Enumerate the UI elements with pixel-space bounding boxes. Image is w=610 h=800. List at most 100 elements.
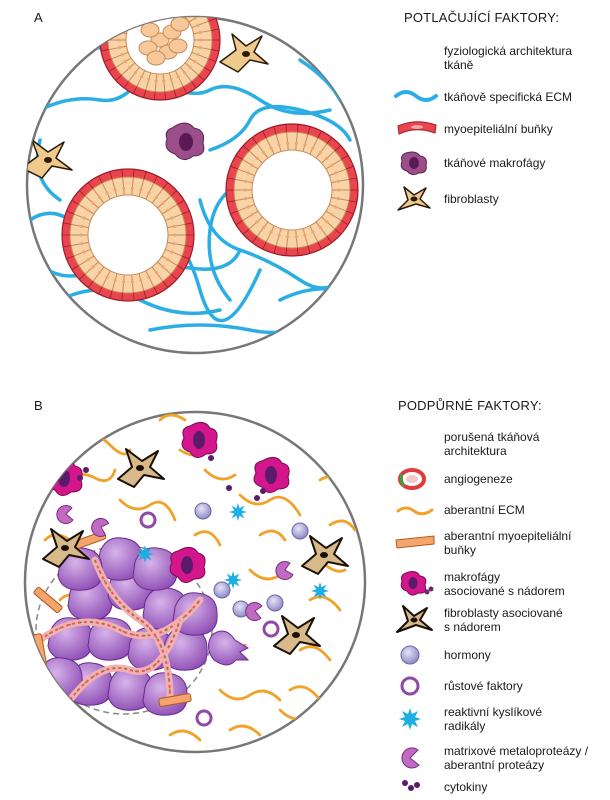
ecm-fiber [208,104,352,152]
legend-b-aberrant-myoepithelial: aberantní myoepiteliální buňky [390,523,605,563]
aberrant-ecm-fiber [140,396,165,405]
growth-factor [262,620,280,638]
legend-label: růstové faktory [444,679,523,693]
legend-label: reaktivní kyslíkové radikály [444,705,543,733]
myoepithelial-cell-icon [397,121,437,135]
legend-label: angiogeneze [444,472,513,486]
cytokine [208,455,214,461]
legend-b-tumor-macrophage: makrofágy asociované s nádorem [390,564,605,604]
tumor-fibroblast [42,528,90,568]
cytokine [77,475,83,481]
lumen-cell [140,22,160,38]
hormone [194,502,212,520]
blood-vessel-icon [398,468,426,490]
cytokine-icon [402,780,420,791]
hormone [213,581,231,599]
legend-label: tkáňově specifická ECM [444,90,573,104]
lumen [87,194,169,276]
panel-b-letter: B [34,398,43,413]
hormone [291,522,309,540]
cytokine [254,495,260,501]
aberrant-ecm-fiber [298,645,332,662]
aberrant-myoepithelial-icon [395,535,435,549]
reactive-oxygen-species [229,503,247,521]
legend-b-architecture: porušená tkáňová architektura [390,424,605,464]
legend-label: aberantní myoepiteliální buňky [444,529,572,557]
tumor-mass [33,530,218,716]
tumor-fibroblast [117,448,165,488]
tissue-macrophage [165,122,205,160]
legend-a-fibroblast: fibroblasty [390,182,605,216]
microenvironment-cells [42,393,349,727]
legend-a-myoepithelial: myoepiteliální buňky [390,112,605,146]
cytokine [185,401,191,407]
legend-b-tumor-fibroblast: fibroblasty asociované s nádorem [390,600,605,640]
migrating-tumor-cell [208,630,250,666]
growth-factor-icon [400,676,420,696]
aberrant-ecm-fiber [158,413,187,422]
macrophage-icon [400,151,427,176]
legend-label: myoepiteliální buňky [444,122,553,136]
legend-label: tkáňové makrofágy [444,156,546,170]
lumen-cell [146,50,166,66]
ecm-fiber-icon [394,90,438,102]
reactive-oxygen-species [311,582,329,600]
legend-label: fyziologická architektura tkáně [444,44,573,72]
legend-b-angiogenesis: angiogeneze [390,462,605,496]
ros-icon [399,708,421,730]
cytokine [194,435,200,441]
aberrant-ecm-fiber [118,498,177,522]
legend-a-architecture: fyziologická architektura tkáně [390,38,605,78]
lumen-cell [170,17,190,32]
legend-label: matrixové metaloproteázy / aberantní pro… [444,744,589,772]
legend-label: makrofágy asociované s nádorem [444,570,565,598]
fibroblast [219,33,269,73]
lumen-cell [168,38,188,54]
aberrant-ecm-fiber [203,468,237,481]
panel-a-letter: A [34,10,43,25]
duct [61,168,195,302]
aberrant-ecm-fiber [193,530,222,547]
legend-a-ecm: tkáňově specifická ECM [390,80,605,114]
legend-b-ros: reaktivní kyslíkové radikály [390,700,605,738]
aberrant-myoepithelial-cell [158,693,192,707]
legend-b-cytokines: cytokiny [390,774,605,800]
matrix-metalloprotease [245,602,263,622]
lumen [251,149,333,231]
reactive-oxygen-species [136,545,154,563]
aberrant-ecm-fiber [238,493,302,517]
aberrant-ecm-fiber [258,529,287,542]
tumor-tissue-circle [23,393,367,754]
matrix-metalloprotease [56,505,74,524]
legend-b-hormones: hormony [390,638,605,672]
aberrant-myoepithelial-cell [33,586,63,614]
panel-a-heading: POTLAČUJÍCÍ FAKTORY: [404,10,560,25]
tumor-cell [142,672,188,716]
legend-label: hormony [444,648,491,662]
aberrant-ecm-fiber [288,685,322,702]
legend-label: fibroblasty [444,192,499,206]
legend-b-growth-factors: růstové faktory [390,669,605,703]
reactive-oxygen-species [224,571,242,589]
matrix-metalloprotease [91,517,110,537]
cytokine [178,393,184,399]
panel-b-heading: PODPŮRNÉ FAKTORY: [398,398,542,413]
tumor-cell [172,592,218,636]
cytokine [260,488,266,494]
tumor-macrophage [253,457,290,493]
cytokine [226,485,232,491]
aberrant-ecm-fiber [168,729,202,742]
tumor-macrophage-icon [400,571,434,596]
growth-factor [195,709,213,727]
aberrant-ecm-fiber [308,595,342,612]
legend-b-proteases: matrixové metaloproteázy / aberantní pro… [390,738,605,778]
legend-b-aberrant-ecm: aberantní ECM [390,493,605,527]
mammary-ducts [61,17,359,302]
legend-label: porušená tkáňová architektura [444,430,540,458]
fibroblast-icon [397,186,431,211]
fibroblast [27,139,73,179]
tumor-fibroblast-icon [396,605,433,633]
legend-label: aberantní ECM [444,503,525,517]
matrix-metalloprotease [275,561,294,581]
